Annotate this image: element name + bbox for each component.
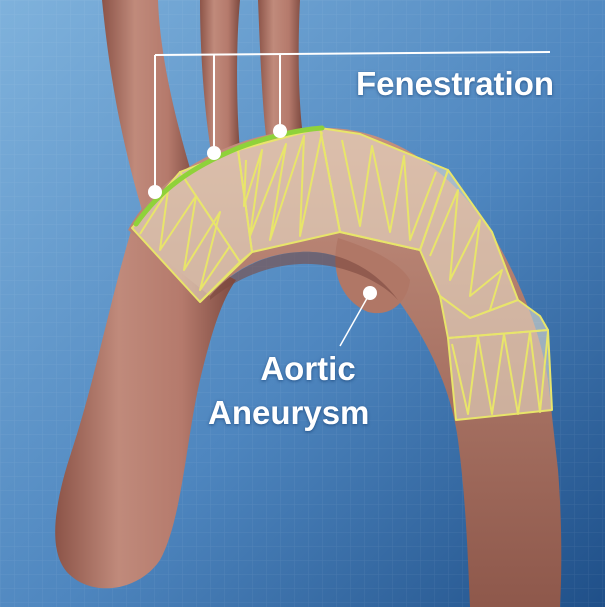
aortic-label: Aortic <box>248 350 368 388</box>
aneurysm-label: Aneurysm <box>208 394 369 432</box>
fenestration-label: Fenestration <box>356 65 554 103</box>
